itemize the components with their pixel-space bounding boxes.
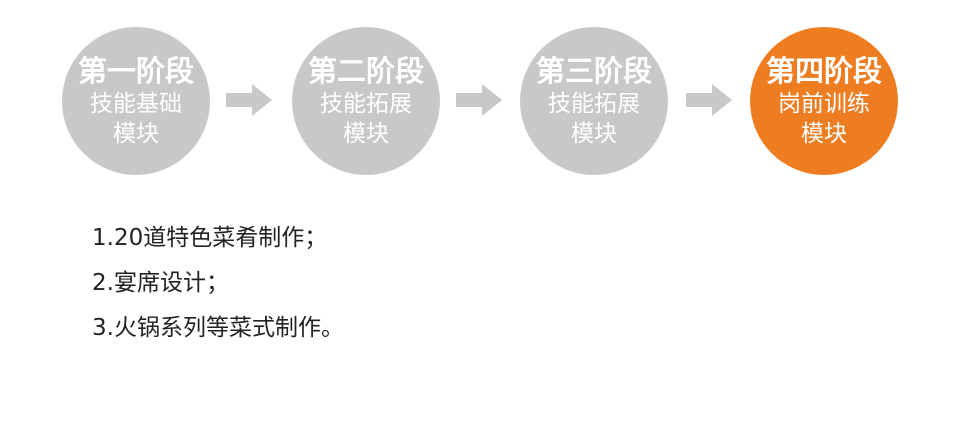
stage-1-desc-line1: 技能基础	[90, 91, 182, 117]
stage-4-title: 第四阶段	[765, 54, 882, 88]
stage-4-circle-active: 第四阶段 岗前训练 模块	[750, 27, 898, 175]
stage-2-title: 第二阶段	[307, 54, 424, 88]
arrow-right-icon	[456, 84, 502, 116]
stage-2-desc-line2: 模块	[343, 121, 389, 147]
stage-1-circle: 第一阶段 技能基础 模块	[62, 27, 210, 175]
stage-3-title: 第三阶段	[535, 54, 652, 88]
arrow-right-icon	[686, 84, 732, 116]
content-list: 1.20道特色菜肴制作； 2.宴席设计； 3.火锅系列等菜式制作。	[92, 216, 344, 351]
stage-3-desc-line1: 技能拓展	[548, 91, 640, 117]
list-item: 2.宴席设计；	[92, 270, 229, 296]
stage-4-desc-line2: 模块	[801, 121, 847, 147]
arrow-right-icon	[226, 84, 272, 116]
list-item: 3.火锅系列等菜式制作。	[92, 315, 344, 341]
stage-4-desc-line1: 岗前训练	[778, 91, 870, 117]
stage-1-desc-line2: 模块	[113, 121, 159, 147]
stage-1-title: 第一阶段	[77, 54, 194, 88]
list-item: 1.20道特色菜肴制作；	[92, 225, 328, 251]
stage-3-desc-line2: 模块	[571, 121, 617, 147]
stage-3-circle: 第三阶段 技能拓展 模块	[520, 27, 668, 175]
stage-2-circle: 第二阶段 技能拓展 模块	[292, 27, 440, 175]
stage-2-desc-line1: 技能拓展	[320, 91, 412, 117]
